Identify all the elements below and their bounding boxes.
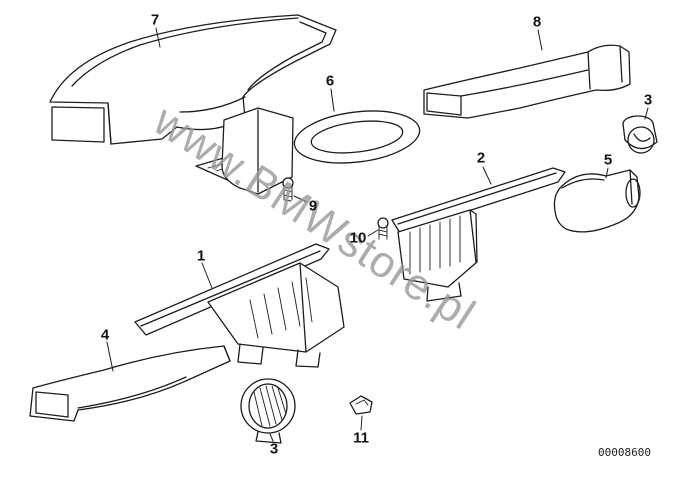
part-5-duct-drawing [553, 169, 641, 233]
part-label-8: 8 [532, 13, 542, 31]
part-label-4: 4 [100, 326, 110, 344]
part-label-1: 1 [196, 247, 206, 265]
part-9-screw-drawing [282, 177, 294, 202]
part-3-grille-drawing [240, 378, 296, 444]
leader-lines [106, 27, 649, 442]
part-label-6: 6 [325, 72, 335, 90]
part-2-panel-drawing [391, 167, 566, 302]
part-3-nozzle-drawing [622, 115, 658, 154]
part-label-3-right: 3 [643, 91, 653, 109]
document-number: 00008600 [598, 446, 651, 459]
part-label-7: 7 [150, 11, 160, 29]
part-4-duct-drawing [29, 345, 231, 422]
part-1-panel-drawing [134, 243, 345, 368]
part-label-9: 9 [308, 197, 318, 215]
part-7-duct-drawing [49, 14, 337, 145]
part-label-11: 11 [353, 429, 369, 447]
part-label-5: 5 [603, 151, 613, 169]
part-10-screw-drawing [377, 217, 389, 240]
part-label-10: 10 [349, 229, 367, 247]
part-11-clip-drawing [349, 395, 373, 415]
part-label-3-bottom: 3 [269, 440, 279, 458]
part-8-duct-drawing [423, 44, 631, 119]
part-6-duct-drawing [195, 107, 421, 195]
part-label-2: 2 [476, 149, 486, 167]
